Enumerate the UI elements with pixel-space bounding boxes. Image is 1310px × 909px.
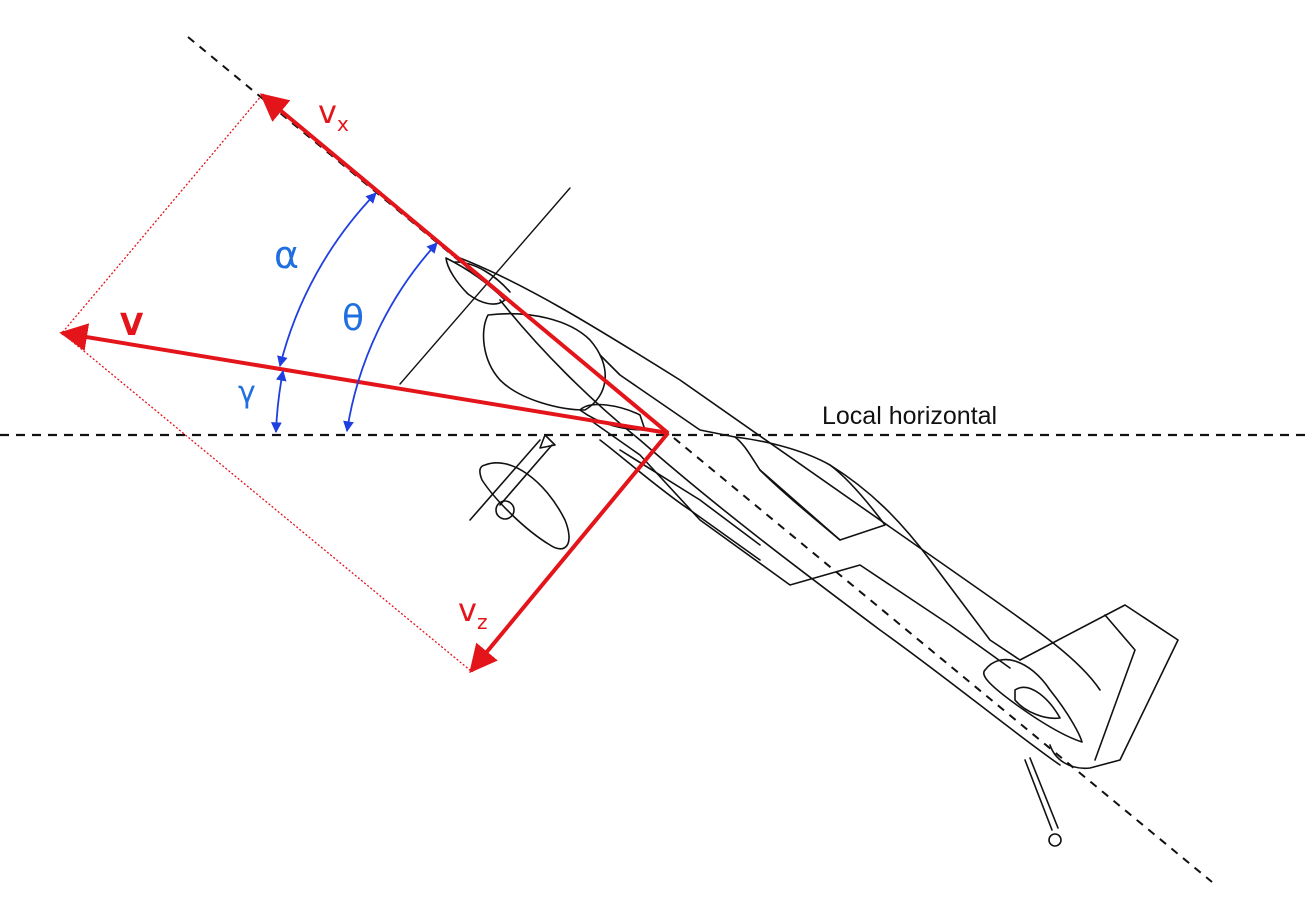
theta-arc	[343, 242, 438, 433]
local-horizontal-label: Local horizontal	[822, 402, 997, 430]
vz-label-subscript: z	[477, 610, 488, 634]
vx-vector	[259, 93, 670, 435]
theta-label: θ	[342, 298, 364, 339]
vx-label: vx	[318, 93, 349, 136]
alpha-label: α	[274, 233, 299, 277]
vz-vector	[469, 431, 670, 674]
velocity-label: V	[120, 308, 144, 343]
aircraft-drawing	[399, 187, 1179, 847]
vx-label-main: v	[318, 93, 337, 131]
vx-projection-dotted-line	[61, 94, 263, 334]
gamma-arc	[270, 369, 287, 434]
alpha-arc	[277, 192, 377, 368]
vz-label-main: v	[458, 591, 477, 629]
gamma-label: γ	[238, 375, 256, 410]
velocity-vector	[59, 323, 669, 435]
vx-label-subscript: x	[337, 112, 349, 136]
vz-label: vz	[458, 591, 487, 634]
vz-projection-dotted-line	[61, 332, 472, 672]
body-axis-line	[187, 36, 1213, 883]
